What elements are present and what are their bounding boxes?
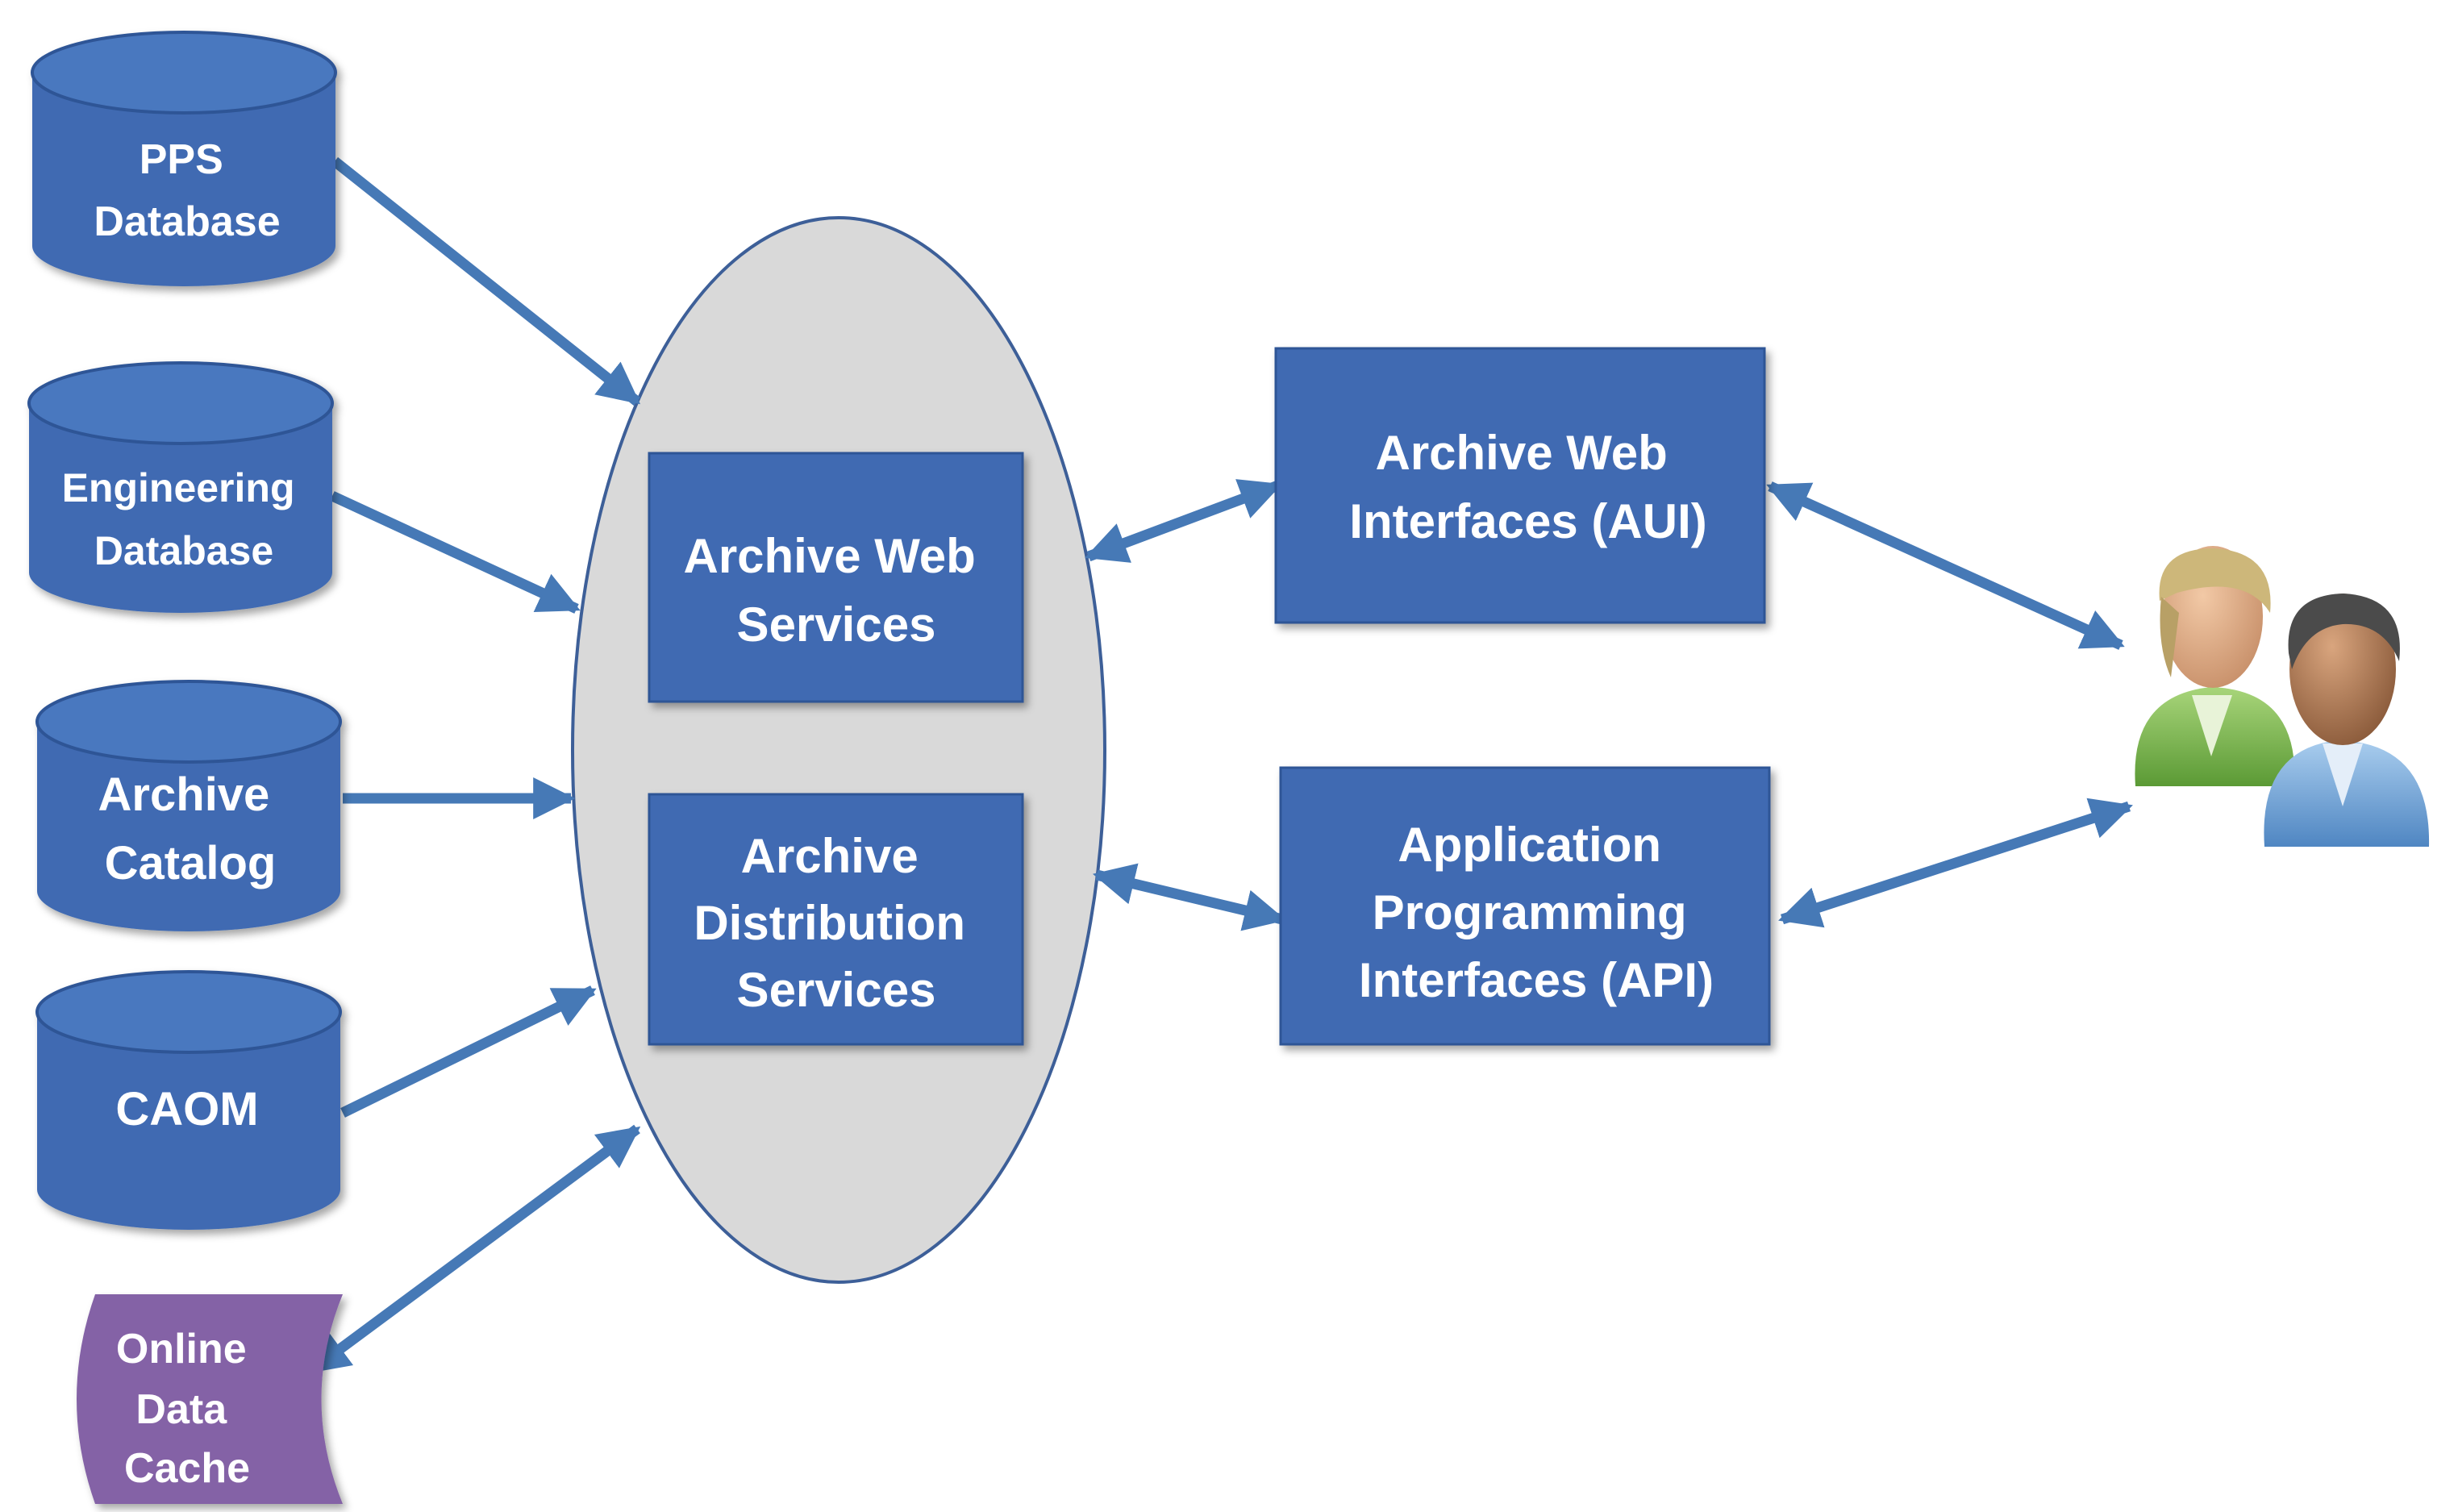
cylinder-caom: CAOM [35,970,342,1230]
arrow-api-users [1778,798,2133,928]
api-line-1: Application [1398,818,1661,872]
cylinder-engineering-database: Engineering Database [27,361,334,613]
svg-text:Archive Web Services: Archive Web Services [683,529,989,652]
cache-line-1: Online [116,1326,247,1372]
box-archive-distribution-services: Archive Distribution Services [648,793,1024,1046]
svg-text:Archive Catalog: Archive Catalog [98,768,283,889]
pps-line-2: Database [94,198,280,245]
web-services-line-2: Services [737,598,936,652]
svg-text:Archive Web Interfaces (: Archive Web Interfaces (AUI) [1349,426,1706,548]
engineering-line-1: Engineering [62,465,295,510]
catalog-line-2: Catalog [105,837,277,889]
arrows [306,156,2133,1376]
arrow-pps-to-services [331,156,641,406]
aui-line-1: Archive Web [1375,426,1667,480]
svg-text:Online Data Cache: Online Data Cache [116,1326,258,1492]
svg-text:Engineering Database: Engineering Database [62,465,306,573]
distribution-line-2: Distribution [694,896,965,950]
users-icon [2135,546,2430,847]
online-data-cache: Online Data Cache [77,1294,343,1504]
catalog-line-1: Archive [98,768,270,821]
svg-text:Application Programming: Application Programming Interfaces (API) [1359,818,1714,1007]
box-archive-web-services: Archive Web Services [648,452,1024,703]
api-line-3: Interfaces (API) [1359,953,1714,1007]
svg-text:CAOM: CAOM [115,1083,258,1135]
box-application-programming-interfaces: Application Programming Interfaces (API) [1279,766,1771,1046]
box-archive-web-interfaces: Archive Web Interfaces (AUI) [1274,347,1766,624]
pps-line-1: PPS [140,136,223,183]
cylinder-archive-catalog: Archive Catalog [35,680,342,931]
services-ellipse [571,216,1106,1284]
cache-line-3: Cache [124,1445,250,1492]
arrow-engineering-to-services [330,491,581,614]
api-line-2: Programming [1373,885,1687,939]
arrow-distribution-api [1092,863,1287,931]
arrow-aui-users [1766,481,2125,650]
arrow-cache-services [306,1124,641,1376]
distribution-line-3: Services [737,963,936,1017]
cylinder-pps-database: PPS Database [31,31,337,286]
cache-line-2: Data [135,1386,227,1433]
distribution-line-1: Archive [741,829,919,883]
arrow-caom-to-services [340,985,597,1118]
svg-text:PPS Database: PPS Database [94,136,280,245]
arrow-webservices-aui [1085,479,1282,563]
svg-text:Archive Distribution: Archive Distribution Services [694,829,978,1017]
engineering-line-2: Database [94,528,273,573]
aui-line-2: Interfaces (AUI) [1349,494,1706,548]
caom-line-1: CAOM [115,1083,258,1135]
web-services-line-1: Archive Web [683,529,975,583]
